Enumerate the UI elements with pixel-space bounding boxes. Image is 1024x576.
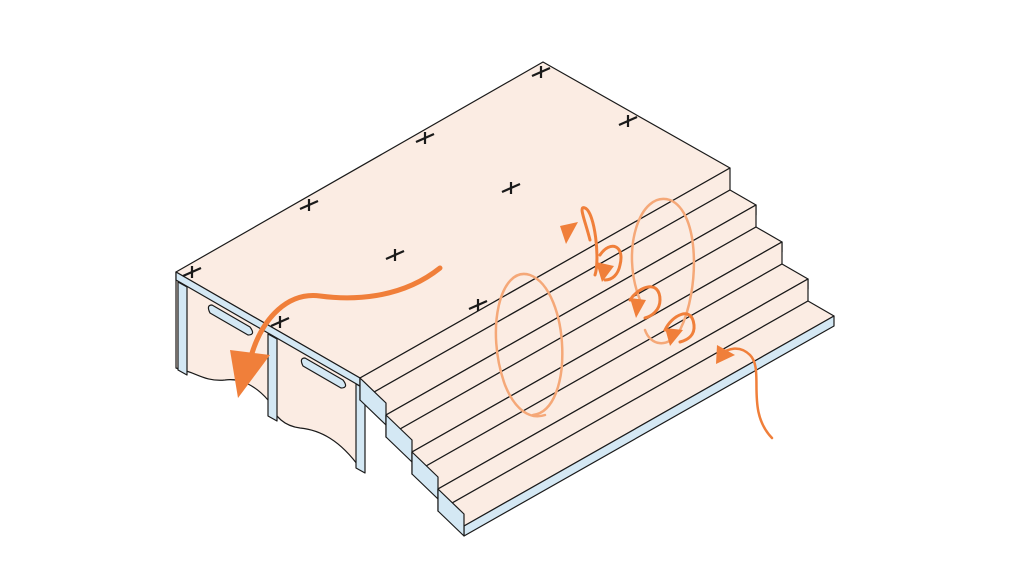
arrow-head-icon	[596, 262, 614, 282]
flow-arrows	[230, 197, 774, 440]
flow-arrow	[663, 312, 696, 346]
handle-slot	[207, 304, 254, 336]
cross-mark	[270, 316, 290, 328]
edge-board	[177, 281, 188, 376]
platform	[175, 61, 731, 474]
arrow-path	[580, 206, 599, 277]
flow-arrow	[560, 206, 599, 277]
cross-mark	[501, 182, 521, 194]
arrow-path	[598, 244, 623, 282]
edge-board	[267, 333, 278, 422]
step-side-edge	[411, 451, 439, 500]
arrow-head-icon	[230, 350, 270, 398]
flow-arrow	[630, 197, 696, 345]
arrow-path	[494, 272, 564, 418]
arrow-head-icon	[665, 328, 683, 346]
cross-mark	[385, 249, 405, 261]
stairs	[359, 167, 835, 537]
step-side-edge	[385, 414, 413, 463]
arrow-path	[628, 285, 662, 320]
arrow-path	[718, 347, 774, 440]
arrow-head-icon	[716, 345, 735, 364]
flow-arrow	[628, 285, 662, 320]
flow-arrow	[494, 272, 564, 418]
cross-mark	[468, 299, 488, 311]
handle-slot	[300, 357, 347, 389]
arrow-path	[247, 265, 443, 363]
step-side-edge	[437, 488, 465, 537]
cross-mark	[415, 132, 435, 144]
step-side-edge	[359, 377, 387, 426]
flow-arrow	[716, 345, 774, 440]
cross-mark	[618, 115, 638, 127]
flow-arrow	[596, 244, 623, 282]
arrow-path	[663, 312, 696, 344]
arrow-head-icon	[560, 222, 578, 244]
cross-mark	[299, 199, 319, 211]
arrow-path	[630, 197, 696, 345]
cross-mark	[531, 66, 551, 78]
step-4	[437, 278, 835, 537]
arrow-head-icon	[630, 298, 646, 318]
flow-arrow	[230, 265, 443, 398]
cross-mark	[182, 266, 202, 278]
